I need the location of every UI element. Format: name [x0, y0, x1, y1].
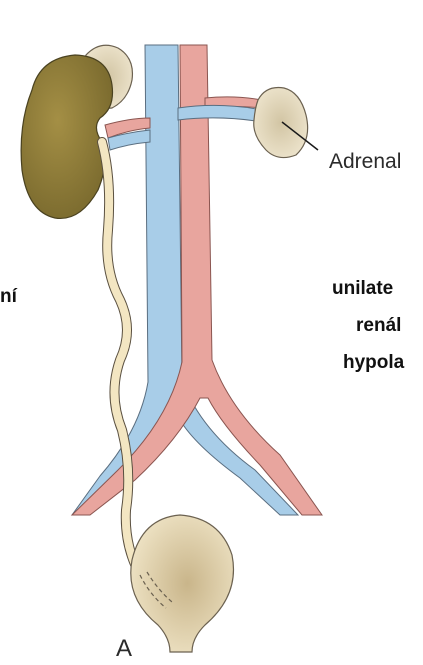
bladder: [131, 515, 234, 652]
panel-label: A: [116, 635, 132, 663]
overlay-right-line-2: renál: [356, 315, 401, 337]
right-adrenal-gland: [254, 88, 308, 158]
adrenal-label: Adrenal: [329, 150, 401, 174]
overlay-right-line-1: unilate: [332, 278, 393, 300]
kidney: [21, 55, 112, 218]
overlay-left-fragment: ní: [0, 286, 17, 308]
overlay-right-line-3: hypola: [343, 352, 404, 374]
